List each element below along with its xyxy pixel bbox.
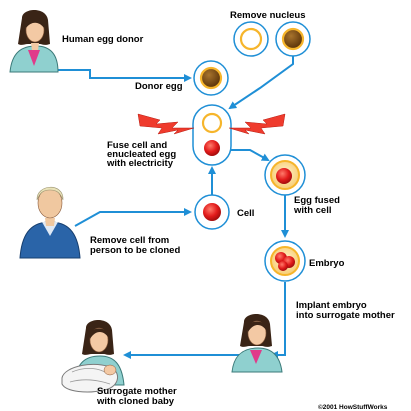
label-remove-nucleus: Remove nucleus [230, 10, 306, 21]
label-fuse: Fuse cell and enucleated egg with electr… [106, 140, 179, 169]
remove-nucleus-group [234, 22, 310, 56]
fusion-group [193, 105, 231, 165]
fused-egg-icon [265, 155, 305, 195]
label-human-egg-donor: Human egg donor [62, 34, 144, 45]
arrow-remove-nucleus [230, 56, 293, 108]
label-remove-cell: Remove cell from person to be cloned [90, 235, 180, 256]
donor-egg-icon [194, 61, 228, 95]
enucleated-egg-icon [203, 114, 221, 132]
connectors [52, 56, 293, 355]
embryo-icon [265, 241, 305, 281]
label-surrogate-with-baby: Surrogate mother with cloned baby [96, 386, 179, 407]
arrow-donor-to-egg [52, 70, 190, 78]
lightning-bolt-icon [229, 114, 285, 134]
label-implant: Implant embryo into surrogate mother [296, 300, 395, 321]
arrow-to-fused-egg [228, 150, 268, 160]
label-embryo: Embryo [309, 258, 345, 269]
label-cell: Cell [237, 208, 254, 219]
cell-icon [204, 140, 220, 156]
copyright-notice: ©2001 HowStuffWorks [318, 403, 388, 411]
clone-subject-man-icon [20, 187, 80, 258]
arrow-embryo-to-surrogate [272, 282, 285, 355]
surrogate-mother-icon [232, 314, 282, 372]
donor-cell-icon [195, 195, 229, 229]
arrow-man-to-cell [75, 212, 190, 226]
egg-donor-woman-icon [10, 10, 58, 72]
label-egg-fused: Egg fused with cell [293, 195, 343, 216]
label-donor-egg: Donor egg [135, 81, 183, 92]
lightning-bolt-icon [138, 114, 194, 134]
